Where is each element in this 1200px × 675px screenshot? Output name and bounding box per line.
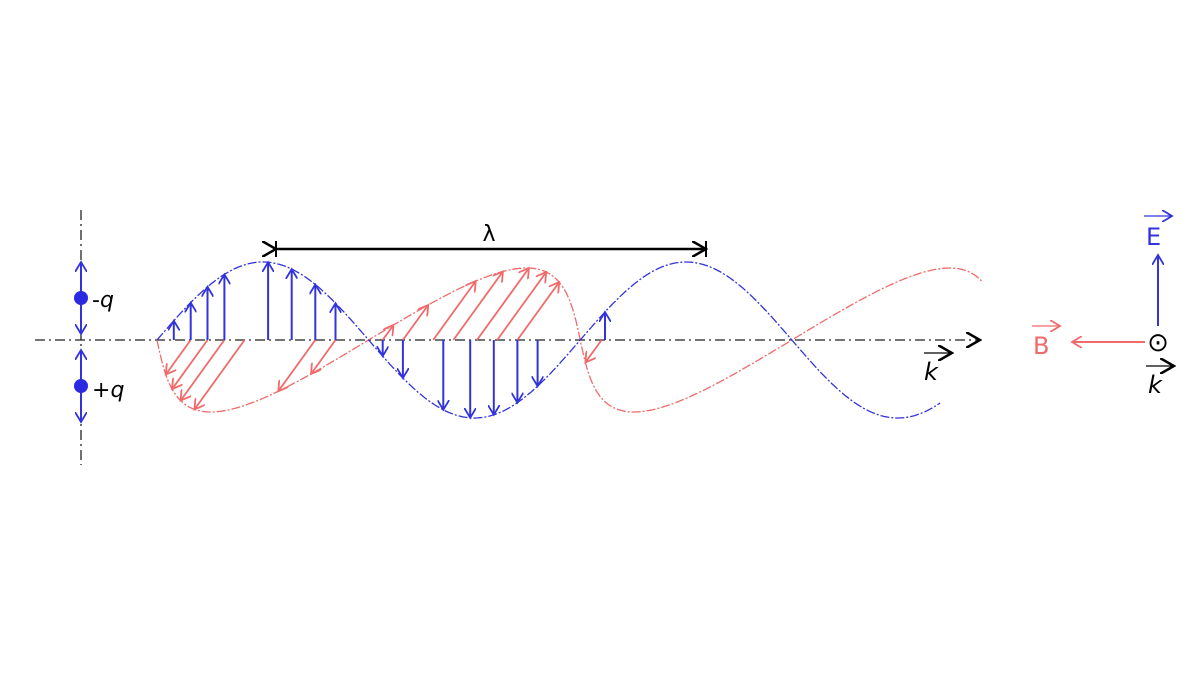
negative-charge-label: -q [92,288,114,313]
electric-field-wave [156,262,941,418]
k-axis-label: k [924,353,952,386]
magnetic-field-vector [166,339,192,375]
magnetic-field-vector [432,281,476,341]
magnetic-field-vector [585,339,603,362]
magnetic-field-vector [278,339,317,391]
legend-e-label: E [1146,223,1161,251]
legend-k-out-of-page-icon: ⊙ [1147,328,1169,358]
wavelength-marker: λ [276,222,706,257]
magnetic-field-vector [195,339,246,409]
magnetic-field-vector [496,272,546,341]
field-orientation-legend: E B ⊙ k [1032,216,1174,399]
legend-b-label: B [1033,332,1049,360]
dipole: -q +q [74,262,124,422]
legend-k-label: k [1148,371,1163,399]
k-axis-text: k [924,358,939,386]
magnetic-field-vector [181,339,226,401]
magnetic-field-wave [156,267,983,413]
magnetic-field-vector [516,282,559,341]
magnetic-field-envelope [156,267,983,413]
magnetic-field-vector [476,268,529,341]
magnetic-field-vector [311,339,337,374]
magnetic-field-vector [172,339,209,389]
positive-charge-label: +q [92,378,124,403]
magnetic-field-vector [402,305,428,341]
wavelength-label: λ [482,222,495,247]
magnetic-field-vector [452,272,503,341]
negative-charge-dot [74,291,88,305]
magnetic-field-vector [381,325,394,341]
positive-charge-dot [74,379,88,393]
